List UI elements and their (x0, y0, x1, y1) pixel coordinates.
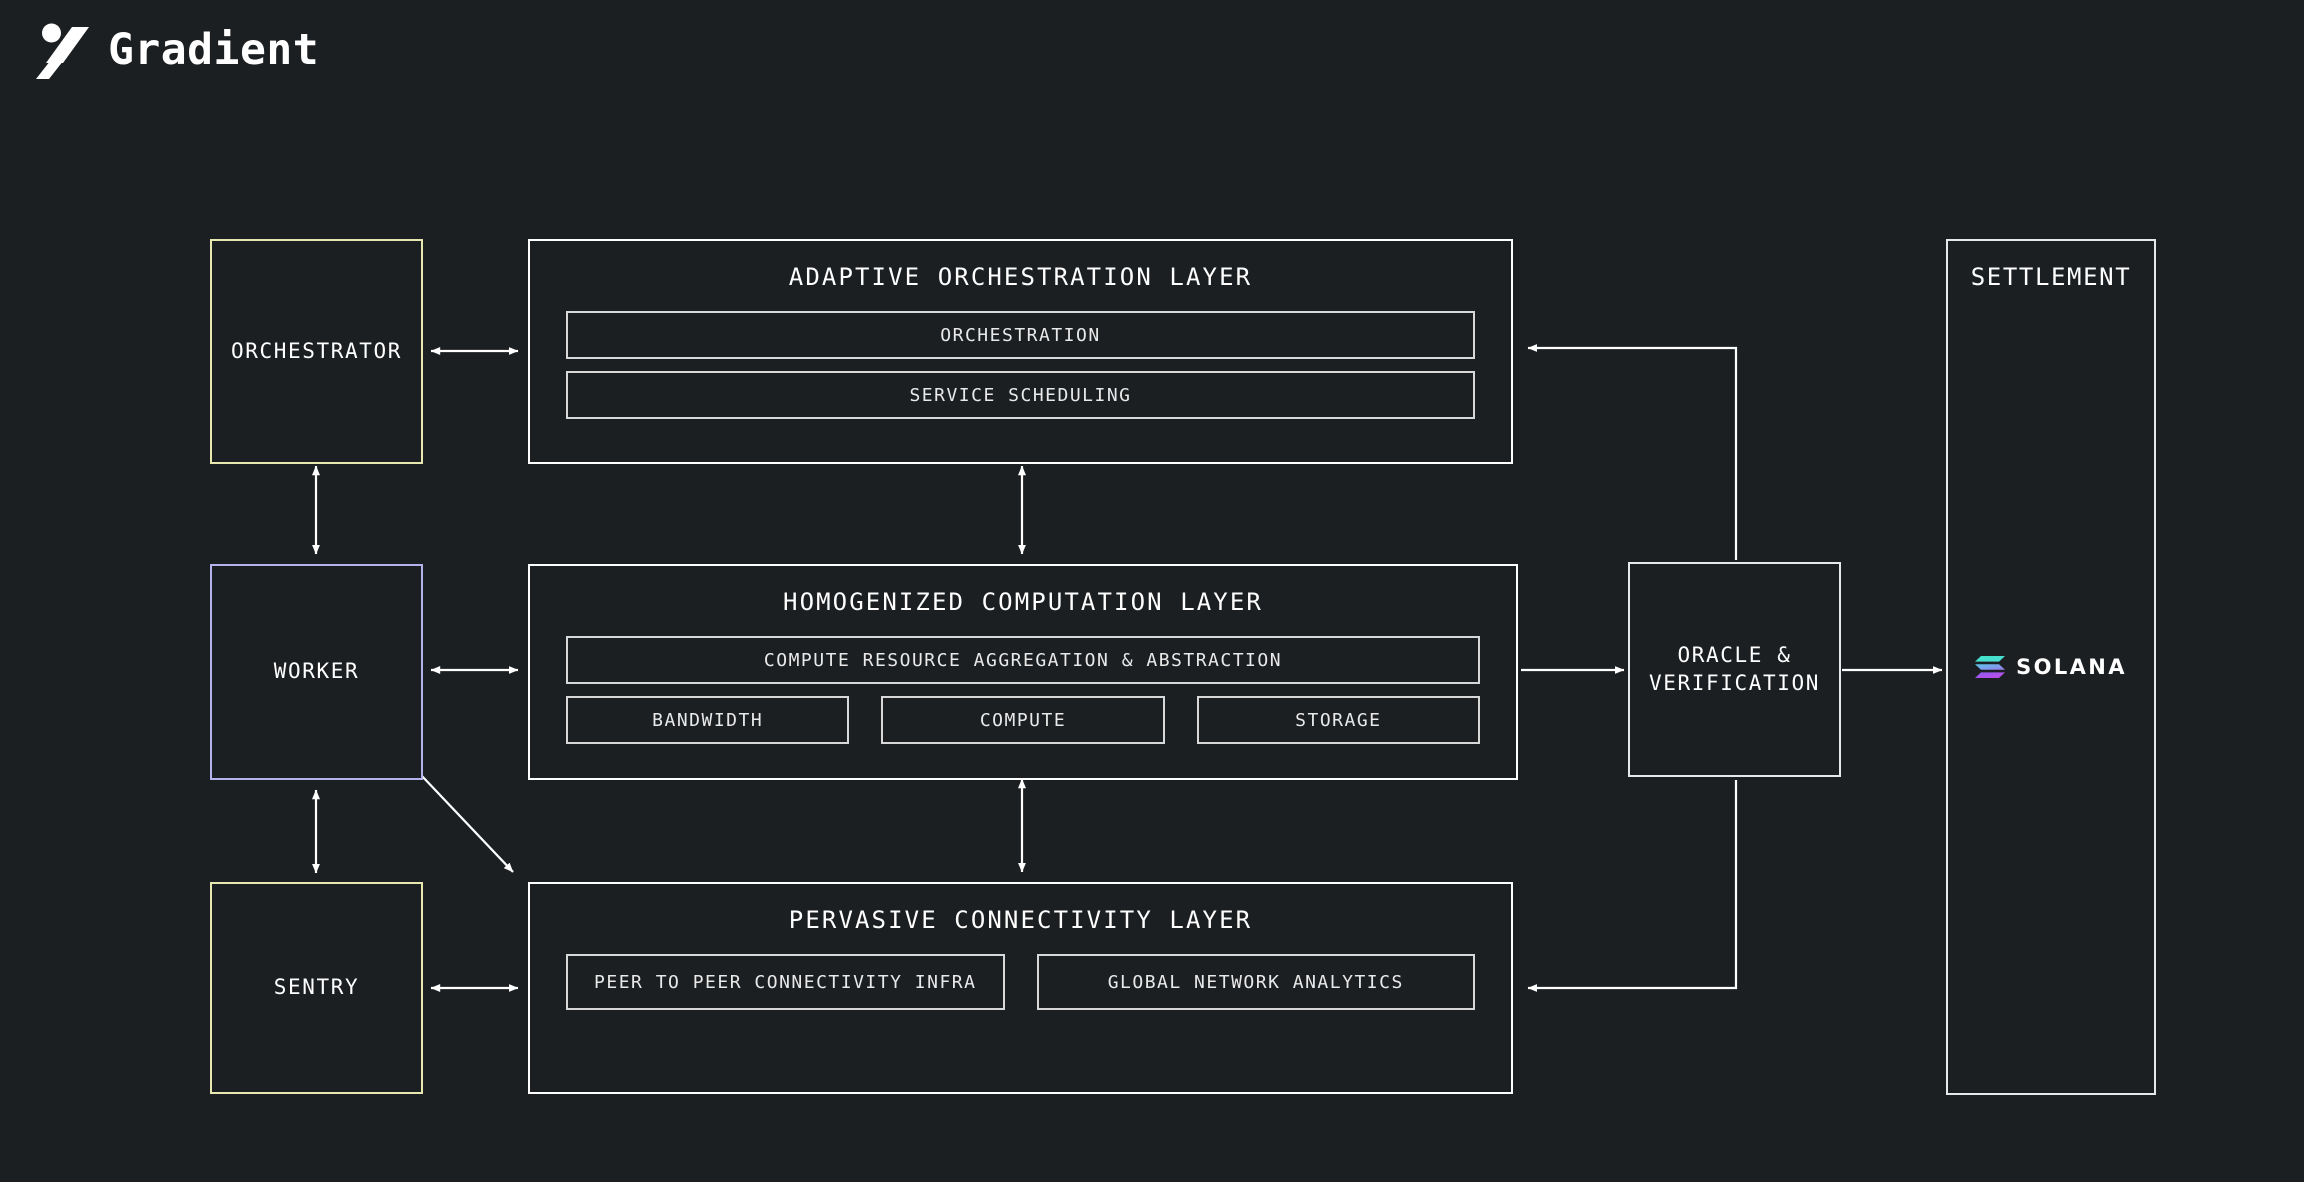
solana-logo-icon (1975, 655, 2006, 679)
layer-adaptive-orchestration-title: ADAPTIVE ORCHESTRATION LAYER (788, 263, 1253, 291)
sub-box-peer-to-peer-connectivity-infra-label: PEER TO PEER CONNECTIVITY INFRA (594, 971, 977, 993)
gradient-logo-icon (36, 21, 90, 79)
sub-box-compute[interactable]: COMPUTE (881, 696, 1165, 744)
node-orchestrator[interactable]: ORCHESTRATOR (210, 239, 423, 464)
sub-box-orchestration[interactable]: ORCHESTRATION (566, 311, 1475, 359)
layer-pervasive-connectivity[interactable]: PERVASIVE CONNECTIVITY LAYER PEER TO PEE… (528, 882, 1513, 1094)
sub-box-storage[interactable]: STORAGE (1196, 696, 1480, 744)
solana-logo: SOLANA (1948, 655, 2154, 679)
layer-adaptive-orchestration[interactable]: ADAPTIVE ORCHESTRATION LAYER ORCHESTRATI… (528, 239, 1513, 464)
node-worker[interactable]: WORKER (210, 564, 423, 780)
sub-row: SERVICE SCHEDULING (566, 371, 1475, 419)
sub-row: BANDWIDTH COMPUTE STORAGE (566, 696, 1480, 744)
sub-box-compute-resource-aggregation-label: COMPUTE RESOURCE AGGREGATION & ABSTRACTI… (763, 649, 1283, 671)
sub-row: PEER TO PEER CONNECTIVITY INFRA GLOBAL N… (566, 954, 1475, 1010)
sub-box-service-scheduling[interactable]: SERVICE SCHEDULING (566, 371, 1475, 419)
layer-homogenized-computation-title: HOMOGENIZED COMPUTATION LAYER (783, 588, 1263, 616)
sub-box-global-network-analytics[interactable]: GLOBAL NETWORK ANALYTICS (1036, 954, 1475, 1010)
node-oracle-verification-label: ORACLE & VERIFICATION (1649, 642, 1820, 695)
node-settlement-label: SETTLEMENT (1970, 263, 2132, 291)
solana-wordmark: SOLANA (2016, 655, 2127, 679)
layer-pervasive-connectivity-title: PERVASIVE CONNECTIVITY LAYER (788, 906, 1253, 934)
sub-box-orchestration-label: ORCHESTRATION (940, 324, 1101, 346)
node-oracle-verification[interactable]: ORACLE & VERIFICATION (1628, 562, 1841, 777)
layer-adaptive-orchestration-body: ORCHESTRATION SERVICE SCHEDULING (530, 291, 1511, 419)
sub-box-compute-label: COMPUTE (979, 709, 1067, 731)
node-sentry[interactable]: SENTRY (210, 882, 423, 1094)
layer-pervasive-connectivity-body: PEER TO PEER CONNECTIVITY INFRA GLOBAL N… (530, 934, 1511, 1010)
sub-box-bandwidth-label: BANDWIDTH (652, 709, 764, 731)
node-worker-label: WORKER (273, 659, 360, 684)
brand-header: Gradient (36, 20, 319, 80)
layer-homogenized-computation[interactable]: HOMOGENIZED COMPUTATION LAYER COMPUTE RE… (528, 564, 1518, 780)
sub-box-compute-resource-aggregation[interactable]: COMPUTE RESOURCE AGGREGATION & ABSTRACTI… (566, 636, 1480, 684)
sub-box-global-network-analytics-label: GLOBAL NETWORK ANALYTICS (1107, 971, 1404, 993)
sub-box-peer-to-peer-connectivity-infra[interactable]: PEER TO PEER CONNECTIVITY INFRA (566, 954, 1005, 1010)
sub-box-storage-label: STORAGE (1295, 709, 1382, 731)
layer-homogenized-computation-body: COMPUTE RESOURCE AGGREGATION & ABSTRACTI… (530, 616, 1516, 744)
sub-box-service-scheduling-label: SERVICE SCHEDULING (909, 384, 1132, 406)
node-orchestrator-label: ORCHESTRATOR (231, 338, 402, 363)
node-sentry-label: SENTRY (273, 975, 360, 1000)
sub-box-bandwidth[interactable]: BANDWIDTH (566, 696, 850, 744)
node-settlement[interactable]: SETTLEMENT (1946, 239, 2156, 1095)
sub-row: COMPUTE RESOURCE AGGREGATION & ABSTRACTI… (566, 636, 1480, 684)
sub-row: ORCHESTRATION (566, 311, 1475, 359)
brand-name: Gradient (108, 24, 320, 75)
